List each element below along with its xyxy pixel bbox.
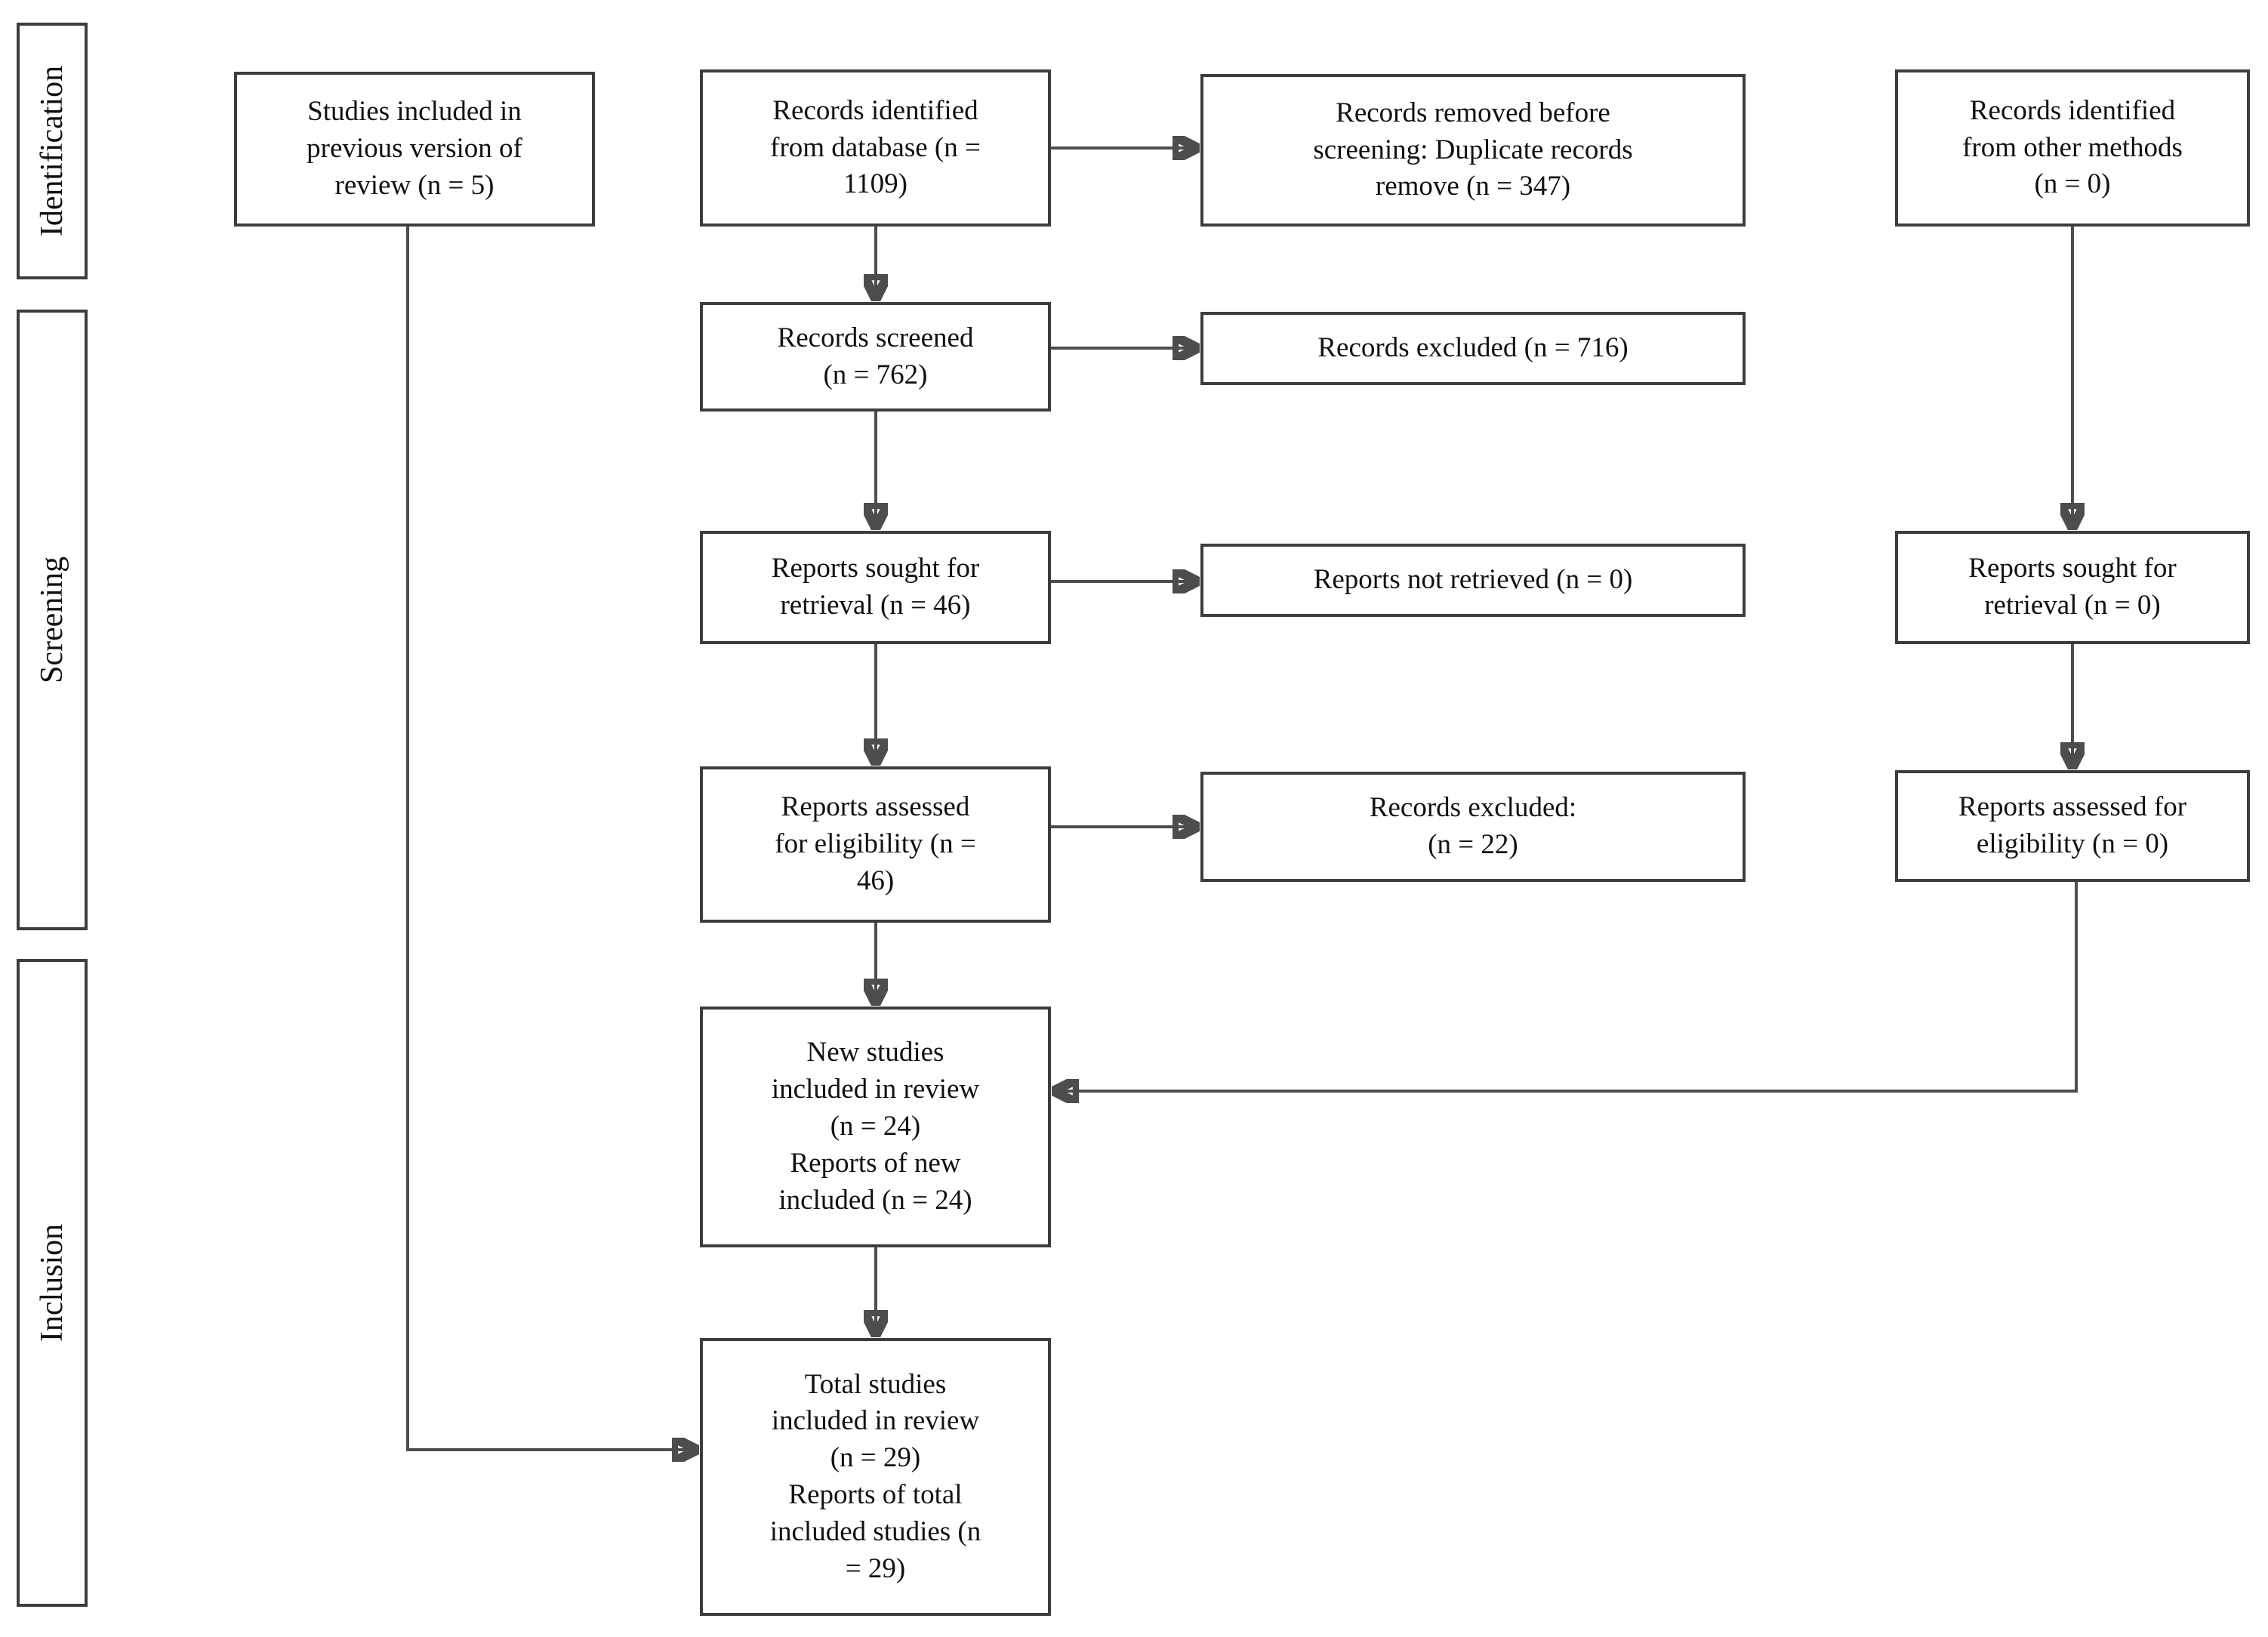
stage-label-screening-text: Screening xyxy=(35,556,70,683)
arrow-previous-to-total xyxy=(406,227,694,1450)
stage-label-inclusion-text: Inclusion xyxy=(35,1223,69,1343)
box-records-screened-text: Records screened(n = 762) xyxy=(777,322,974,390)
stage-label-identification-text: Identification xyxy=(35,65,69,237)
stage-label-screening: Screening xyxy=(17,310,88,930)
stage-label-identification: Identification xyxy=(17,23,88,279)
box-reports-not-retrieved: Reports not retrieved (n = 0) xyxy=(1200,544,1746,617)
stage-label-inclusion: Inclusion xyxy=(17,959,88,1607)
box-reports-not-retrieved-text: Reports not retrieved (n = 0) xyxy=(1313,564,1633,596)
box-records-excluded: Records excluded (n = 716) xyxy=(1200,312,1746,385)
arrow-assessed-other-to-new-studies xyxy=(1057,882,2078,1091)
box-records-excluded-text: Records excluded (n = 716) xyxy=(1317,332,1629,364)
box-records-screened: Records screened(n = 762) xyxy=(700,302,1051,412)
box-records-excluded-assessment: Records excluded:(n = 22) xyxy=(1200,772,1746,882)
box-records-excluded-assessment-text: Records excluded:(n = 22) xyxy=(1369,792,1577,860)
